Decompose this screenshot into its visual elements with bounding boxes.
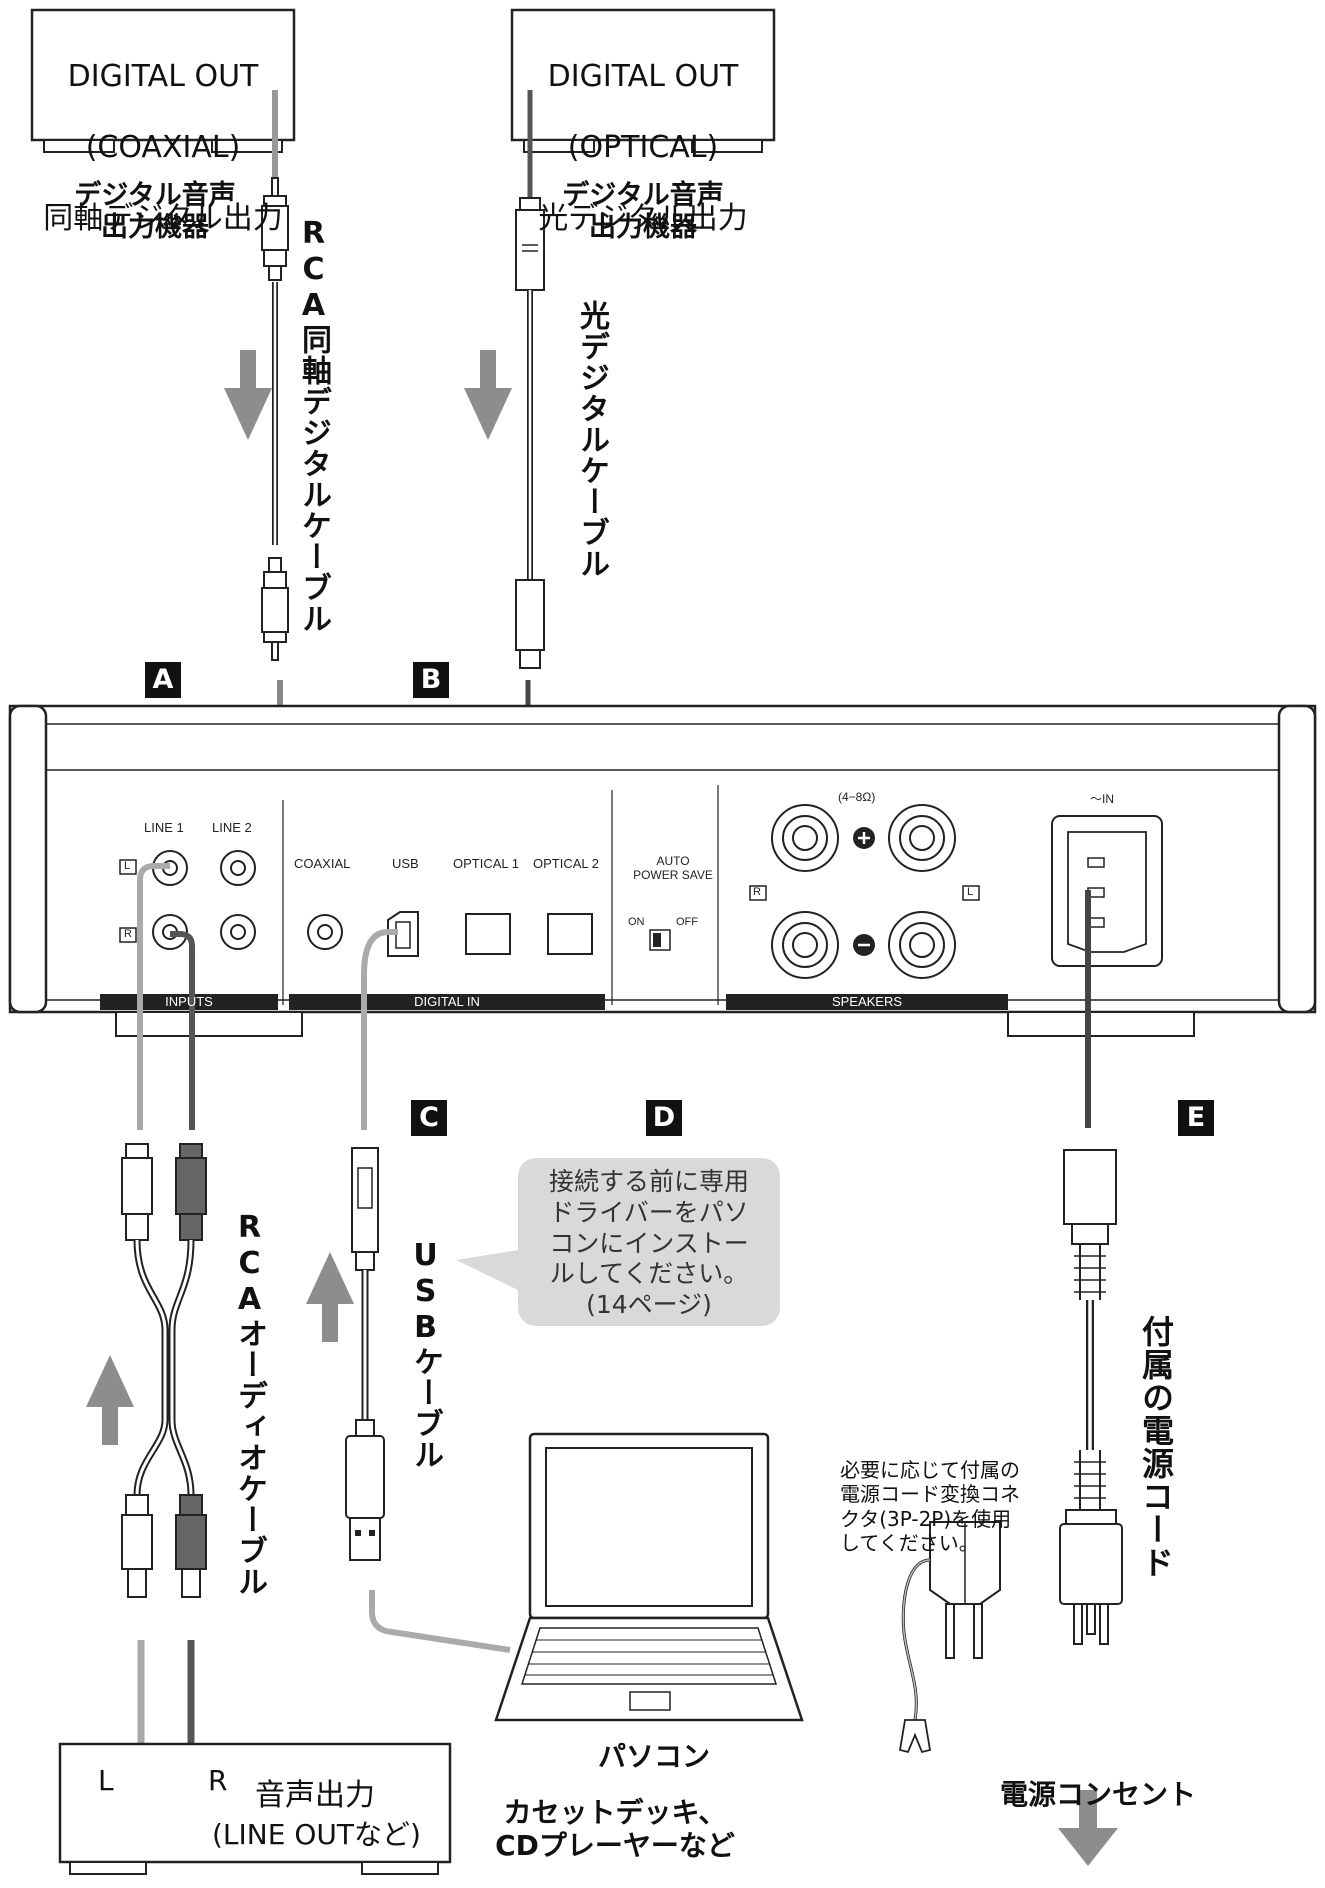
usb-driver-note: 接続する前に専用 ドライバーをパソ コンにインストー ルしてください。 (14ペ… <box>548 1167 749 1319</box>
usb-driver-note-bubble <box>518 1158 780 1326</box>
usb-jack-label: USB <box>392 856 419 871</box>
section-label-b: B <box>413 662 449 698</box>
coaxial-source-title: DIGITAL OUT (COAXIAL) 同軸デジタル出力 <box>32 24 294 272</box>
source-output-title: 音声出力 <box>255 1778 375 1813</box>
rca-coax-cable-label: RCA同軸デジタルケーブル <box>296 216 331 634</box>
coaxial-source-line2: (COAXIAL) <box>85 130 241 166</box>
coaxial-source-line3: 同軸デジタル出力 <box>43 200 283 236</box>
optical1-jack-label: OPTICAL 1 <box>453 856 519 871</box>
arrow-up-usb-icon <box>306 1252 354 1342</box>
device-label-right: デジタル音声 出力機器 <box>562 180 724 243</box>
coaxial-source-device <box>30 8 296 153</box>
switch-off-label: OFF <box>676 916 698 928</box>
optical-source-title: DIGITAL OUT (OPTICAL) 光デジタル出力 <box>512 24 774 272</box>
optical-source-line2: (OPTICAL) <box>567 130 719 166</box>
line1-label: LINE 1 <box>144 820 184 835</box>
optical-source-line3: 光デジタル出力 <box>538 200 748 236</box>
source-r-label: R <box>208 1764 228 1797</box>
section-label-c: C <box>411 1100 447 1136</box>
speakers-bar: SPEAKERS <box>831 994 903 1009</box>
digital-in-bar: DIGITAL IN <box>414 994 480 1009</box>
inputs-r-mark: R <box>124 928 132 940</box>
arrow-down-optical-icon <box>464 350 512 440</box>
switch-on-label: ON <box>628 916 645 928</box>
inputs-bar: INPUTS <box>165 994 213 1009</box>
line2-label: LINE 2 <box>212 820 252 835</box>
outlet-label: 電源コンセント <box>1000 1778 1197 1811</box>
bubble-pointer <box>456 1250 518 1290</box>
impedance-label: (4−8Ω) <box>838 790 876 804</box>
optical-cable-label: 光デジタルケーブル <box>574 300 609 579</box>
device-label-left: デジタル音声 出力機器 <box>74 180 236 243</box>
source-l-label: L <box>98 1764 114 1797</box>
arrow-down-coax-icon <box>224 350 272 440</box>
power-cable-label: 付属の電源コード <box>1137 1315 1175 1579</box>
pc-label: パソコン <box>598 1740 711 1773</box>
amplifier-rear-panel <box>8 704 1317 1037</box>
section-label-d: D <box>646 1100 682 1136</box>
coaxial-source-line1: DIGITAL OUT <box>67 59 259 95</box>
adapter-note: 必要に応じて付属の 電源コード変換コネ クタ(3P-2P)を使用 してください。 <box>840 1458 1020 1556</box>
optical-source-line1: DIGITAL OUT <box>547 59 739 95</box>
plug-adapter-icon <box>898 1521 1001 1754</box>
section-label-e: E <box>1178 1100 1214 1136</box>
usb-cable-label: USBケーブル <box>408 1238 443 1470</box>
usb-cable <box>345 1147 511 1653</box>
rca-audio-cable <box>121 1143 207 1790</box>
speaker-r-mark: R <box>753 886 761 898</box>
speaker-l-mark: L <box>967 886 974 898</box>
optical-source-device <box>510 8 776 153</box>
optical2-jack-label: OPTICAL 2 <box>533 856 599 871</box>
ac-in-label: ～IN <box>1090 792 1115 806</box>
usb-cable-line <box>361 929 398 1130</box>
source-output-subtitle: (LINE OUTなど) <box>212 1818 421 1851</box>
power-cord <box>1059 1149 1123 1645</box>
auto-power-save-label: AUTO POWER SAVE <box>633 854 713 882</box>
arrow-up-rca-icon <box>86 1355 134 1445</box>
section-label-a: A <box>145 662 181 698</box>
rca-audio-cable-lines <box>137 863 195 1130</box>
analog-source-device <box>58 1742 452 1875</box>
rca-audio-cable-label: RCAオーディオケーブル <box>232 1210 267 1597</box>
coaxial-jack-label: COAXIAL <box>294 856 351 871</box>
inputs-l-mark: L <box>124 860 131 872</box>
source-devices-label: カセットデッキ、 CDプレーヤーなど <box>495 1796 735 1863</box>
arrow-down-outlet-icon <box>1058 1790 1118 1866</box>
laptop-icon <box>494 1432 804 1722</box>
